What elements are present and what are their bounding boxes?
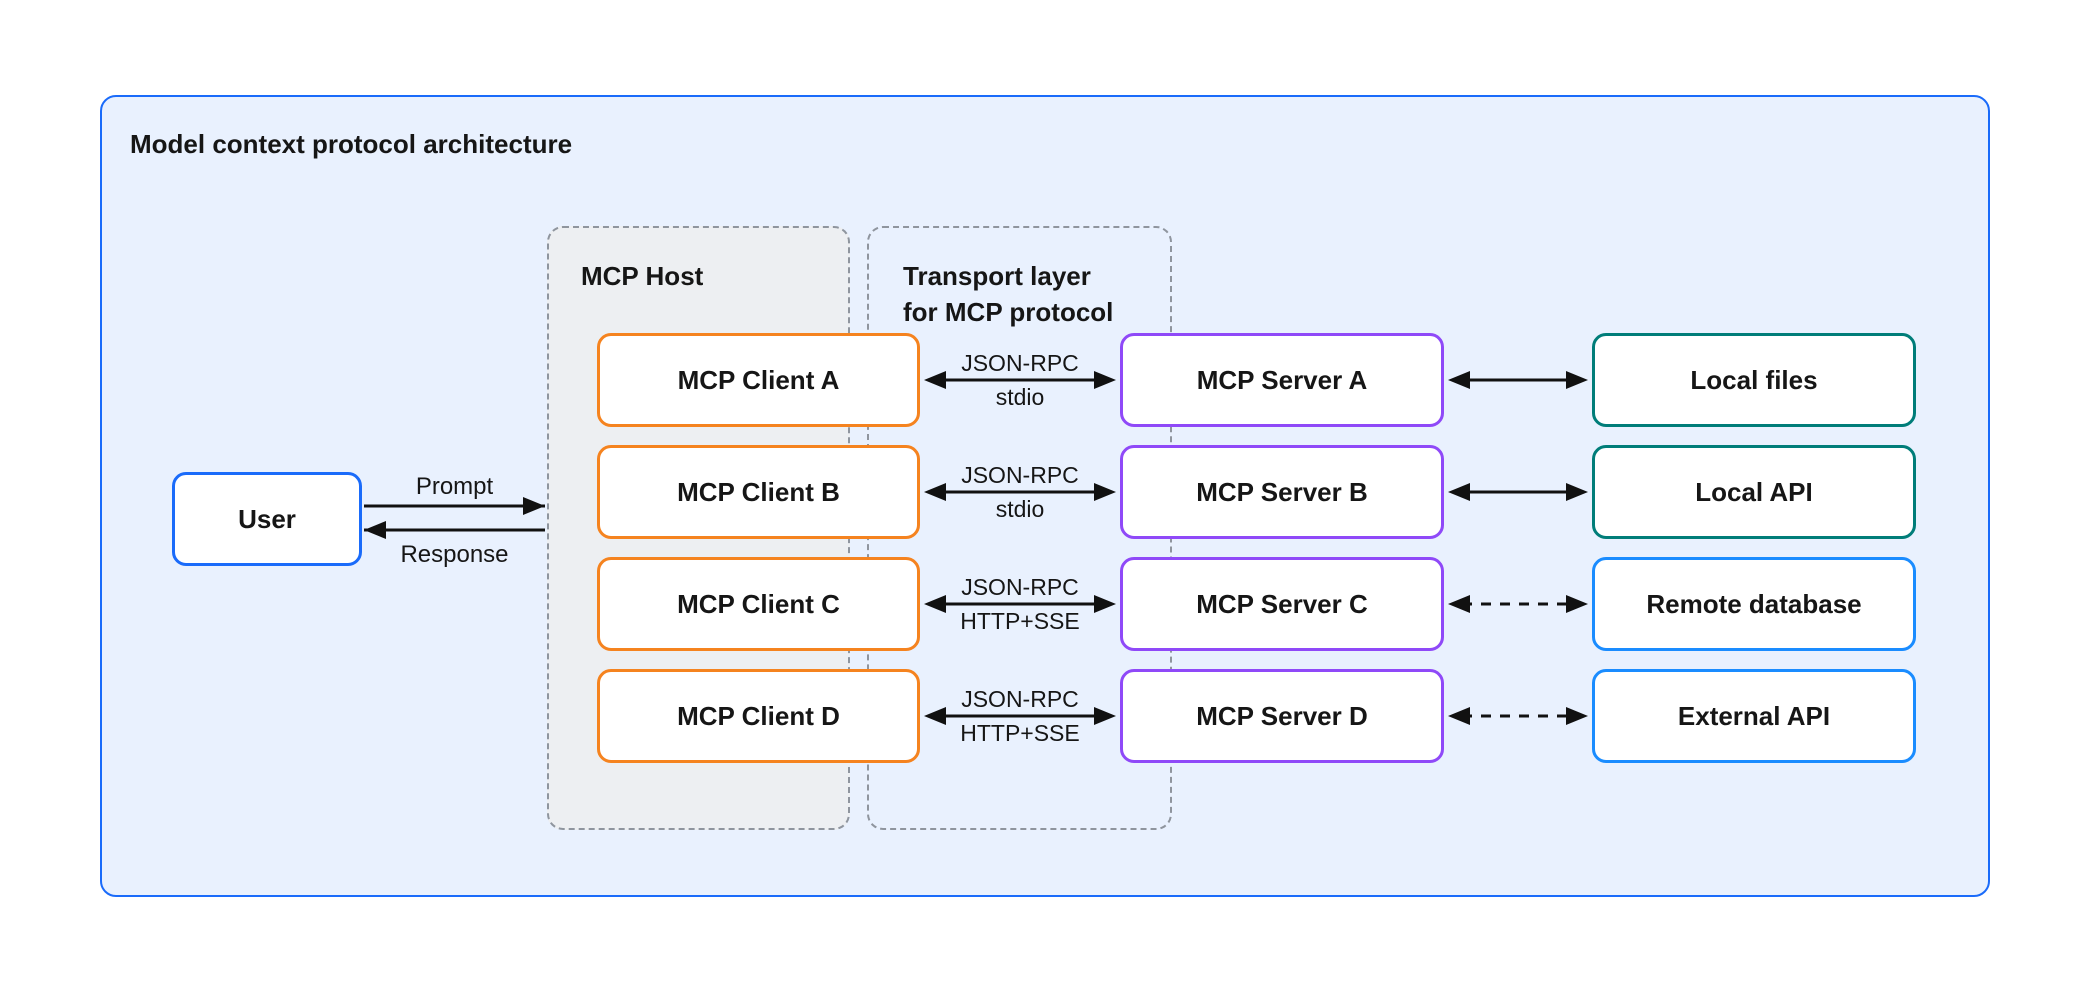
server-resource-link-d [1448,669,1588,763]
arrowhead-icon [1566,483,1588,501]
user-node: User [172,472,362,566]
arrowhead-icon [924,483,946,501]
transport-protocol-label: JSON-RPC [961,350,1079,376]
local-api-node: Local API [1592,445,1916,539]
arrowhead-icon [1448,707,1470,725]
mcp-host-label: MCP Host [581,261,704,291]
remote-database-node: Remote database [1592,557,1916,651]
arrowhead-icon [1094,371,1116,389]
arrowhead-icon [1448,483,1470,501]
response-label: Response [400,541,509,568]
client-server-link-c: JSON-RPC HTTP+SSE [924,557,1116,651]
transport-layer-label: Transport layer for MCP protocol [903,261,1114,327]
prompt-arrowhead-icon [523,497,545,515]
response-arrowhead-icon [364,521,386,539]
prompt-arrow-shaft [364,504,545,508]
response-arrow-shaft [364,528,545,532]
server-resource-link-c [1448,557,1588,651]
transport-protocol-label: JSON-RPC [961,574,1079,600]
prompt-arrow [364,493,545,519]
arrowhead-icon [924,595,946,613]
link-shaft [938,490,1102,494]
diagram-title: Model context protocol architecture [130,129,573,159]
prompt-label: Prompt [415,473,494,500]
mcp-client-c-node: MCP Client C [597,557,920,651]
link-shaft [938,714,1102,718]
arrowhead-icon [924,707,946,725]
arrowhead-icon [924,371,946,389]
link-shaft-dashed [1462,602,1574,606]
arrowhead-icon [1094,595,1116,613]
transport-protocol-label: JSON-RPC [961,686,1079,712]
mcp-server-b-node: MCP Server B [1120,445,1444,539]
mcp-client-a-node: MCP Client A [597,333,920,427]
transport-channel-label: HTTP+SSE [960,720,1080,746]
server-resource-link-a [1448,333,1588,427]
link-shaft [938,378,1102,382]
client-server-link-b: JSON-RPC stdio [924,445,1116,539]
arrowhead-icon [1094,483,1116,501]
client-server-link-d: JSON-RPC HTTP+SSE [924,669,1116,763]
link-shaft [1462,378,1574,382]
server-resource-link-b [1448,445,1588,539]
local-files-node: Local files [1592,333,1916,427]
arrowhead-icon [1448,595,1470,613]
mcp-client-d-node: MCP Client D [597,669,920,763]
transport-channel-label: stdio [995,384,1045,410]
link-shaft-dashed [1462,714,1574,718]
arrowhead-icon [1566,707,1588,725]
mcp-server-a-node: MCP Server A [1120,333,1444,427]
arrowhead-icon [1566,595,1588,613]
response-arrow [364,517,545,543]
arrowhead-icon [1448,371,1470,389]
transport-protocol-label: JSON-RPC [961,462,1079,488]
mcp-server-c-node: MCP Server C [1120,557,1444,651]
external-api-node: External API [1592,669,1916,763]
arrowhead-icon [1094,707,1116,725]
arrowhead-icon [1566,371,1588,389]
link-shaft [938,602,1102,606]
link-shaft [1462,490,1574,494]
transport-channel-label: stdio [995,496,1045,522]
mcp-server-d-node: MCP Server D [1120,669,1444,763]
client-server-link-a: JSON-RPC stdio [924,333,1116,427]
transport-channel-label: HTTP+SSE [960,608,1080,634]
mcp-client-b-node: MCP Client B [597,445,920,539]
